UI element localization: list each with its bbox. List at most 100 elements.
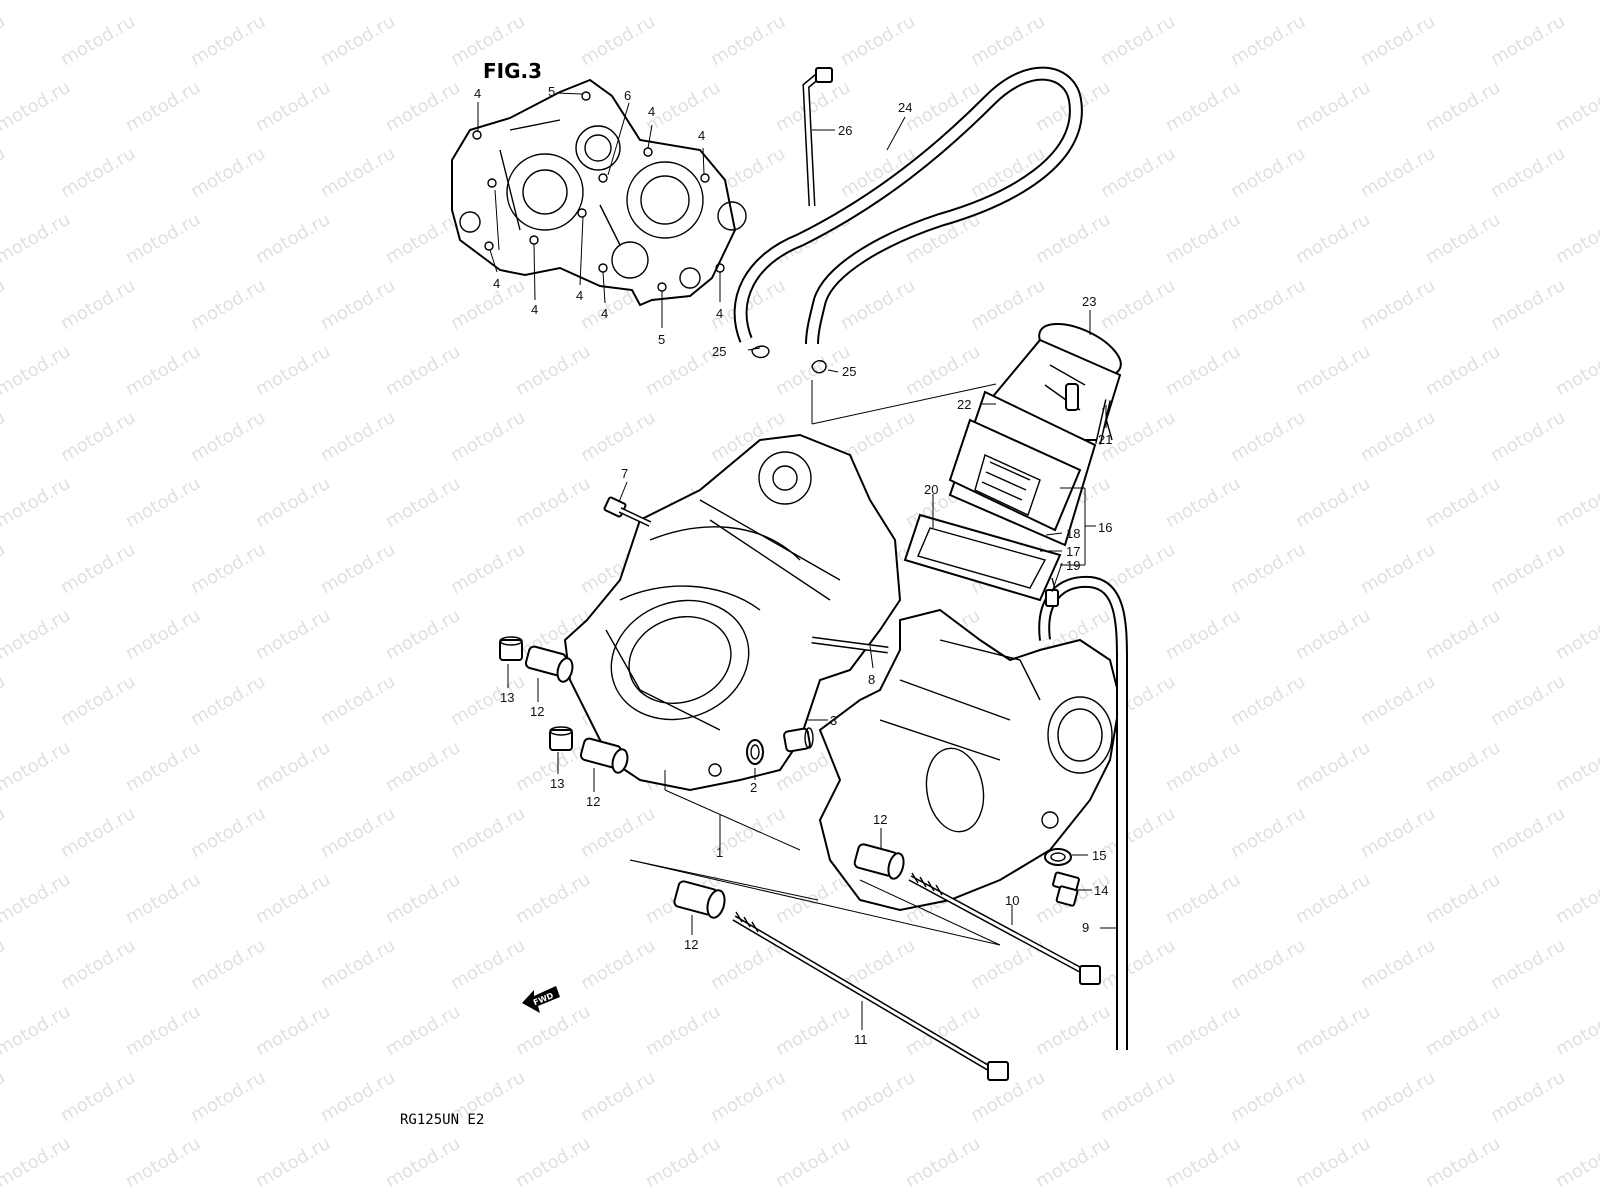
callout-18: 18 <box>1066 526 1080 541</box>
watermark-text: motod.ru <box>447 671 529 730</box>
watermark-text: motod.ru <box>1162 77 1244 136</box>
watermark-text: motod.ru <box>1487 803 1569 862</box>
callout-19: 19 <box>1066 558 1080 573</box>
watermark-text: motod.ru <box>837 275 919 334</box>
watermark-text: motod.ru <box>252 473 334 532</box>
watermark-text: motod.ru <box>252 77 334 136</box>
watermark-text: motod.ru <box>57 935 139 994</box>
callout-21: 21 <box>1098 432 1112 447</box>
callout-26: 26 <box>838 123 852 138</box>
watermark-text: motod.ru <box>122 1133 204 1192</box>
callout-24: 24 <box>898 100 912 115</box>
leader-lines <box>477 92 1118 1030</box>
watermark-text: motod.ru <box>0 1067 9 1126</box>
callout-23: 23 <box>1082 294 1096 309</box>
watermark-text: motod.ru <box>187 1067 269 1126</box>
watermark-text: motod.ru <box>317 275 399 334</box>
model-code: RG125UN E2 <box>400 1112 484 1128</box>
callout-4: 4 <box>716 306 723 321</box>
callout-5: 5 <box>658 332 665 347</box>
crankcase-right-half <box>818 608 1122 912</box>
watermark-text: motod.ru <box>1552 869 1600 928</box>
watermark-text: motod.ru <box>512 341 594 400</box>
watermark-text: motod.ru <box>902 341 984 400</box>
watermark-text: motod.ru <box>1422 869 1504 928</box>
watermark-text: motod.ru <box>1357 11 1439 70</box>
callout-4: 4 <box>474 86 481 101</box>
hose-clip-left-icon <box>751 345 770 359</box>
watermark-text: motod.ru <box>1552 473 1600 532</box>
watermark-text: motod.ru <box>642 0 724 4</box>
watermark-text: motod.ru <box>0 11 9 70</box>
watermark-text: motod.ru <box>577 803 659 862</box>
watermark-text: motod.ru <box>512 869 594 928</box>
callout-9: 9 <box>1082 920 1089 935</box>
engine-mount-nut-13-upper <box>499 636 523 661</box>
watermark-text: motod.ru <box>0 1133 74 1192</box>
watermark-text: motod.ru <box>1552 77 1600 136</box>
watermark-text: motod.ru <box>447 275 529 334</box>
watermark-text: motod.ru <box>0 341 74 400</box>
callout-25: 25 <box>842 364 856 379</box>
watermark-text: motod.ru <box>57 539 139 598</box>
watermark-text: motod.ru <box>1227 275 1309 334</box>
callout-11: 11 <box>854 1032 868 1047</box>
watermark-text: motod.ru <box>252 1001 334 1060</box>
watermark-text: motod.ru <box>122 869 204 928</box>
watermark-text: motod.ru <box>57 407 139 466</box>
watermark-text: motod.ru <box>577 11 659 70</box>
watermark-text: motod.ru <box>187 11 269 70</box>
callout-5: 5 <box>548 84 555 99</box>
callout-6: 6 <box>624 88 631 103</box>
spacer-collar-12-bottom <box>673 880 726 919</box>
callout-4: 4 <box>576 288 583 303</box>
watermark-text: motod.ru <box>317 1067 399 1126</box>
watermark-text: motod.ru <box>317 407 399 466</box>
watermark-text: motod.ru <box>122 737 204 796</box>
watermark-text: motod.ru <box>187 275 269 334</box>
watermark-text: motod.ru <box>1097 11 1179 70</box>
callout-14: 14 <box>1094 883 1108 898</box>
watermark-text: motod.ru <box>707 11 789 70</box>
watermark-text: motod.ru <box>122 1001 204 1060</box>
watermark-text: motod.ru <box>0 737 74 796</box>
long-bolt-11 <box>732 911 1009 1081</box>
callout-12: 12 <box>684 937 698 952</box>
callout-22: 22 <box>957 397 971 412</box>
watermark-text: motod.ru <box>1097 803 1179 862</box>
spacer-collar-12-lower <box>579 737 629 774</box>
breather-hose <box>733 66 1083 345</box>
watermark-text: motod.ru <box>1292 209 1374 268</box>
screw-19 <box>1045 589 1059 607</box>
watermark-text: motod.ru <box>122 77 204 136</box>
watermark-text: motod.ru <box>1487 275 1569 334</box>
callout-12: 12 <box>873 812 887 827</box>
watermark-text: motod.ru <box>837 1067 919 1126</box>
callout-labels: 4 5 6 4 4 4 4 4 4 4 5 24 26 25 25 23 22 … <box>474 84 1112 1047</box>
watermark-text: motod.ru <box>1292 737 1374 796</box>
watermark-text: motod.ru <box>642 1133 724 1192</box>
watermark-text: motod.ru <box>1552 1133 1600 1192</box>
watermark-text: motod.ru <box>382 1001 464 1060</box>
callout-4: 4 <box>648 104 655 119</box>
watermark-text: motod.ru <box>1097 1067 1179 1126</box>
watermark-text: motod.ru <box>1487 539 1569 598</box>
watermark-text: motod.ru <box>187 143 269 202</box>
intake-pipe-assembly <box>903 323 1122 602</box>
watermark-text: motod.ru <box>0 605 74 664</box>
watermark-text: motod.ru <box>1292 1133 1374 1192</box>
watermark-text: motod.ru <box>1552 1001 1600 1060</box>
watermark-text: motod.ru <box>1422 1001 1504 1060</box>
crankcase-bolt-7 <box>603 496 652 527</box>
watermark-text: motod.ru <box>0 143 9 202</box>
watermark-text: motod.ru <box>1422 605 1504 664</box>
watermark-text: motod.ru <box>0 473 74 532</box>
watermark-text: motod.ru <box>57 671 139 730</box>
watermark-text: motod.ru <box>1487 407 1569 466</box>
watermark-text: motod.ru <box>447 539 529 598</box>
watermark-text: motod.ru <box>1292 77 1374 136</box>
watermark-text: motod.ru <box>1162 869 1244 928</box>
watermark-text: motod.ru <box>1227 143 1309 202</box>
watermark-text: motod.ru <box>0 671 9 730</box>
watermark-text: motod.ru <box>1162 1001 1244 1060</box>
